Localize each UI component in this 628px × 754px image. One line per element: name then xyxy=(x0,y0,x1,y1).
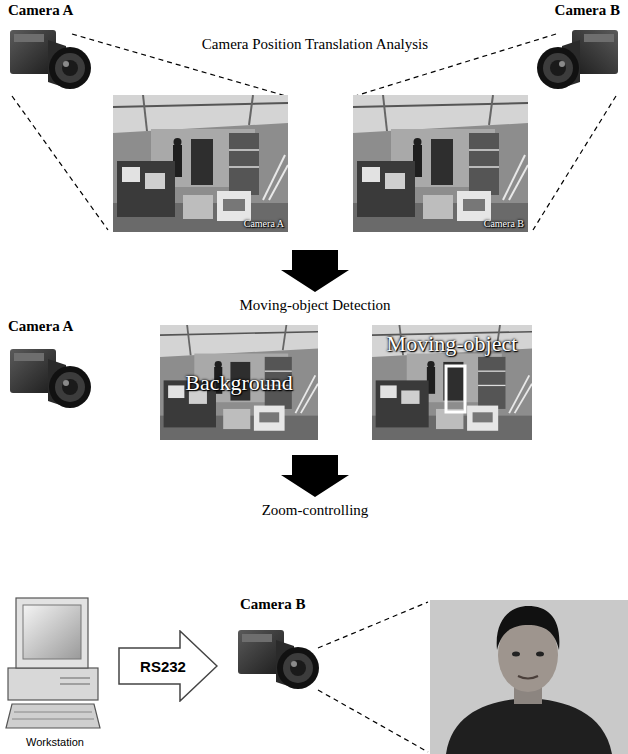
node-text: Camera A xyxy=(244,218,284,229)
face-photo xyxy=(430,600,628,754)
camera-name: Camera A xyxy=(8,318,73,335)
view-line xyxy=(318,602,428,648)
camera-name: Camera A xyxy=(8,2,73,19)
workstation-icon xyxy=(60,678,90,679)
view-line xyxy=(318,690,428,752)
background-photo: Background xyxy=(160,325,318,440)
camera-name-holder: Camera B xyxy=(555,2,620,19)
stage-title-holder: Zoom-controlling xyxy=(262,502,369,519)
camera-icon xyxy=(10,349,91,408)
view-line xyxy=(533,96,616,230)
workstation-icon xyxy=(60,684,90,685)
workstation-icon xyxy=(12,719,94,720)
background-photo xyxy=(160,325,318,440)
camera-icon xyxy=(537,30,618,89)
stage-title-holder: Camera Position Translation Analysis xyxy=(202,36,428,53)
workstation-icon xyxy=(23,605,81,659)
workstation-icon xyxy=(16,598,88,668)
flow-arrow xyxy=(281,455,349,497)
node-text: RS232 xyxy=(140,658,186,675)
view-line xyxy=(12,96,108,230)
room-photo xyxy=(353,95,528,232)
face-photo xyxy=(518,676,538,679)
face-photo xyxy=(512,652,520,657)
camera-view-photo: Camera A xyxy=(113,95,288,232)
device-name-holder: Workstation xyxy=(26,736,84,748)
stage-title: Zoom-controlling xyxy=(262,502,369,519)
face-photo xyxy=(497,606,560,650)
camera-icon xyxy=(238,630,319,689)
room-photo xyxy=(113,95,288,232)
camera-icon xyxy=(10,30,91,89)
camera-name-holder: Camera A xyxy=(8,318,73,335)
device-name: Workstation xyxy=(26,736,84,748)
camera-name-holder: Camera A xyxy=(8,2,73,19)
workstation-icon xyxy=(6,704,100,728)
node-text: Moving-object xyxy=(387,331,518,357)
node-text: Background xyxy=(185,370,293,396)
rs232-arrow: RS232 xyxy=(118,630,218,702)
workstation-icon xyxy=(14,712,92,713)
workstation-icon xyxy=(8,668,98,700)
camera-view-photo: Camera B xyxy=(353,95,528,232)
workstation-icon xyxy=(6,598,100,728)
face-photo xyxy=(446,698,612,754)
stage-title: Camera Position Translation Analysis xyxy=(202,36,428,53)
node-text: Camera B xyxy=(484,218,524,229)
face-photo xyxy=(430,600,628,754)
detection-box xyxy=(446,366,465,412)
flow-arrow xyxy=(281,250,349,292)
stage-title-holder: Moving-object Detection xyxy=(239,297,390,314)
stage-title: Moving-object Detection xyxy=(239,297,390,314)
moving-object-photo: Moving-object xyxy=(372,325,532,440)
arrow-outline xyxy=(119,631,217,701)
view-line xyxy=(318,602,428,752)
camera-name-holder: Camera B xyxy=(240,596,305,613)
camera-icon xyxy=(537,30,618,89)
camera-name: Camera B xyxy=(555,2,620,19)
camera-name: Camera B xyxy=(240,596,305,613)
moving-object-photo xyxy=(372,325,532,440)
face-photo xyxy=(536,652,544,657)
